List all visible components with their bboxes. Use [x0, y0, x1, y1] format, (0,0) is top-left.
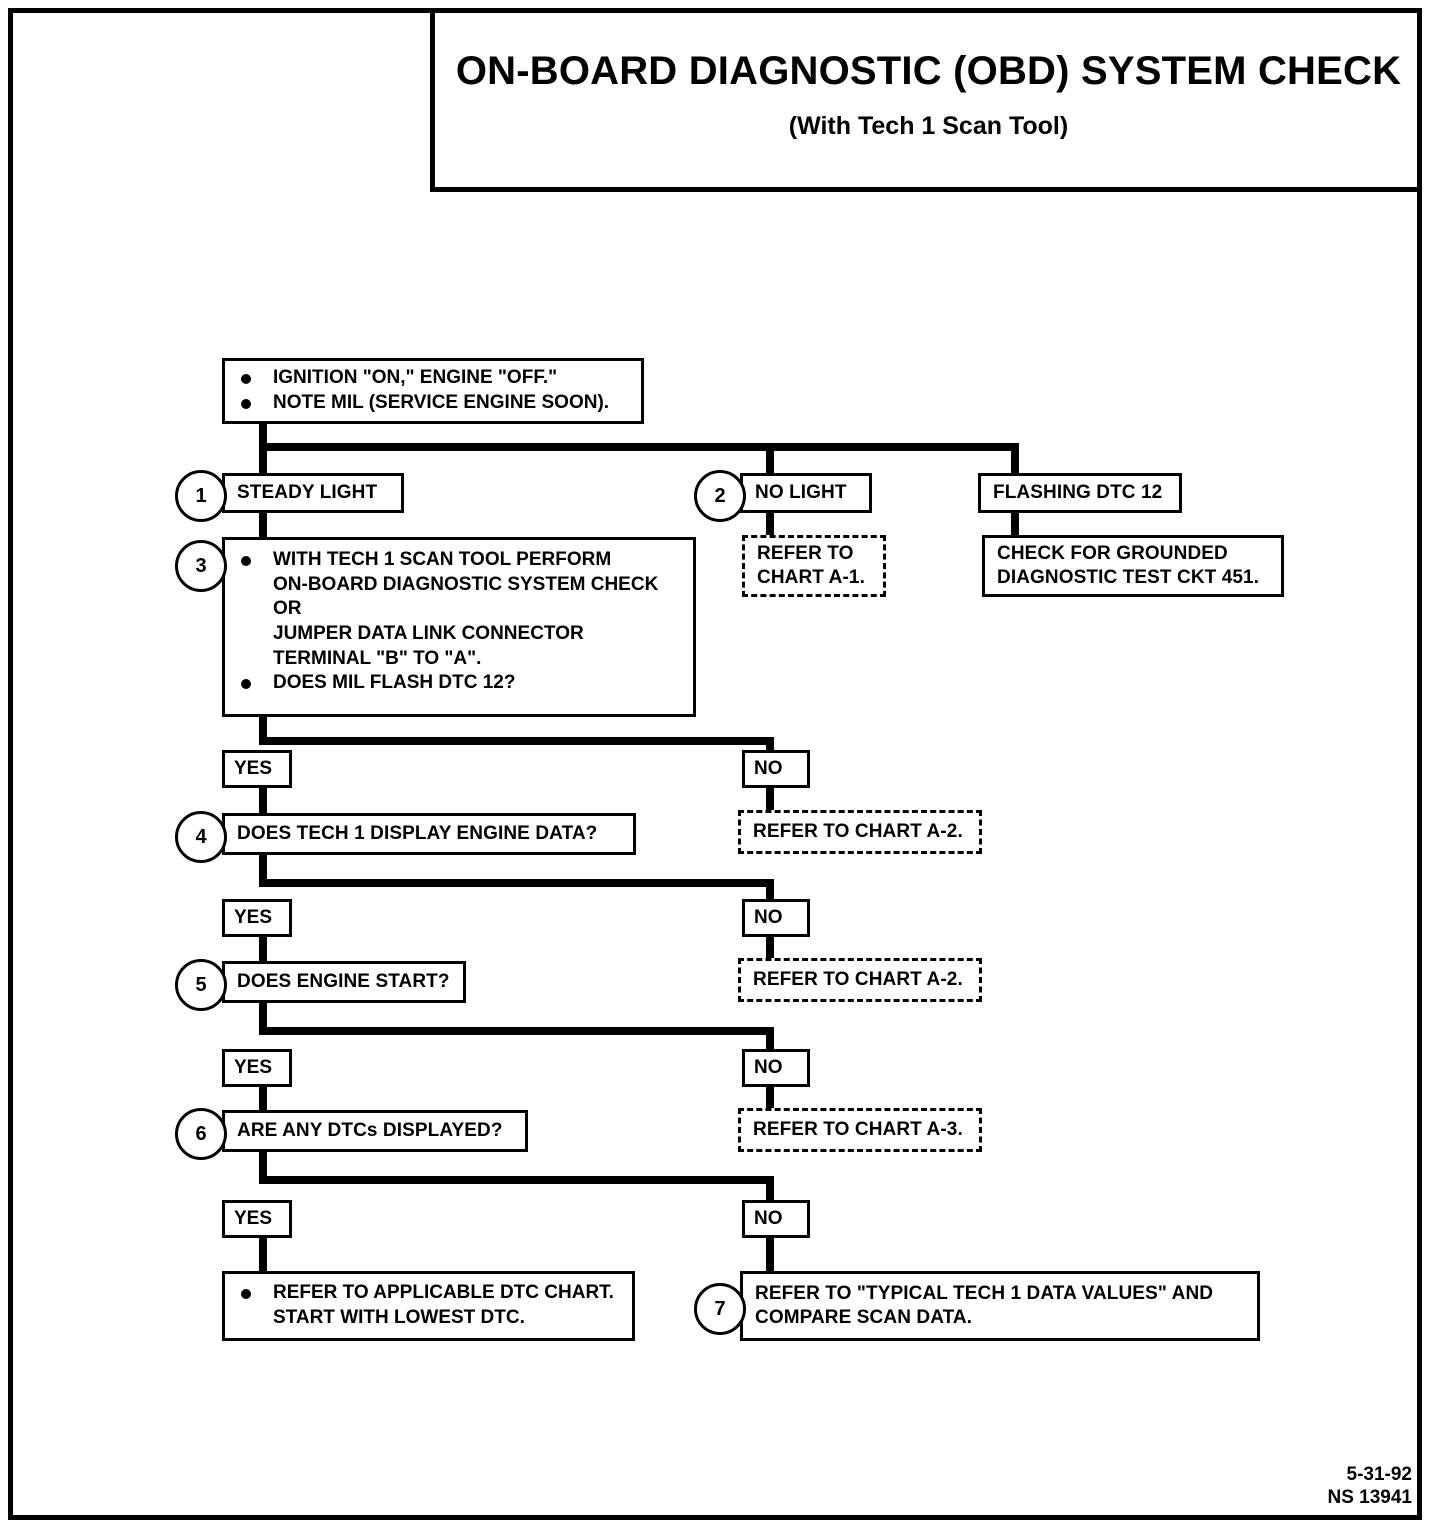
no-light-label: NO LIGHT [755, 481, 847, 503]
step-number-4: 4 [175, 811, 227, 863]
footer-code: NS 13941 [1327, 1487, 1412, 1509]
connector-to-no-light [766, 443, 774, 473]
step5-question-label: DOES ENGINE START? [237, 970, 450, 992]
flashing-dtc12-box: FLASHING DTC 12 [978, 473, 1182, 513]
connector-step3-down [259, 717, 267, 745]
connector-step4-no [766, 879, 774, 899]
connector-no-to-a3 [766, 1087, 774, 1109]
step-number-6: 6 [175, 1108, 227, 1160]
connector-step5-no [766, 1027, 774, 1049]
yes-box-step4: YES [222, 899, 292, 937]
refer-chart-a1-label: REFER TO CHART A-1. [757, 542, 865, 588]
step-number-7: 7 [694, 1283, 746, 1335]
step6-branch-bus [259, 1176, 774, 1184]
connector-yes-to-step6 [259, 1087, 267, 1111]
connector-to-steady [259, 443, 267, 473]
step3-branch-bus [259, 737, 774, 745]
connector-to-flashing [1011, 443, 1019, 473]
connector-start-down [259, 424, 267, 450]
step6-refer-chart-a3-label: REFER TO CHART A-3. [753, 1118, 963, 1140]
connector-step4-down [259, 855, 267, 887]
page-title: ON-BOARD DIAGNOSTIC (OBD) SYSTEM CHECK [455, 49, 1402, 94]
step6-question-label: ARE ANY DTCs DISPLAYED? [237, 1119, 503, 1141]
footer-block: 5-31-92 NS 13941 [1327, 1463, 1412, 1511]
no-box-step4: NO [742, 899, 810, 937]
no-box-step6: NO [742, 1200, 810, 1238]
step5-refer-chart-a2-box: REFER TO CHART A-2. [738, 958, 982, 1002]
step-number-3: 3 [175, 540, 227, 592]
connector-no-to-a2-1 [766, 788, 774, 812]
start-conditions-box: IGNITION "ON," ENGINE "OFF." NOTE MIL (S… [222, 358, 644, 424]
final-dtc-chart-box: REFER TO APPLICABLE DTC CHART. START WIT… [222, 1271, 635, 1341]
start-bullet-2: NOTE MIL (SERVICE ENGINE SOON). [273, 392, 610, 413]
connector-flashing-down [1011, 513, 1019, 537]
step5-refer-chart-a2-label: REFER TO CHART A-2. [753, 968, 963, 990]
step-number-1: 1 [175, 470, 227, 522]
step4-branch-bus [259, 879, 774, 887]
list-item: IGNITION "ON," ENGINE "OFF." [237, 366, 635, 391]
connector-step3-no [766, 737, 774, 753]
steady-light-label: STEADY LIGHT [237, 481, 378, 503]
step7-typical-data-values-label: REFER TO "TYPICAL TECH 1 DATA VALUES" AN… [755, 1282, 1214, 1328]
connector-steady-down [259, 513, 267, 539]
bullet-dot-icon [241, 399, 251, 409]
step3-instruction-box: WITH TECH 1 SCAN TOOL PERFORM ON-BOARD D… [222, 537, 696, 717]
no-light-box: NO LIGHT [740, 473, 872, 513]
check-grounded-ckt451-label: CHECK FOR GROUNDED DIAGNOSTIC TEST CKT 4… [997, 542, 1260, 588]
connector-no-to-step7 [766, 1238, 774, 1272]
connector-no-light-down [766, 513, 774, 537]
branch-bus-horizontal [259, 443, 1019, 451]
step4-refer-chart-a2-label: REFER TO CHART A-2. [753, 820, 963, 842]
step7-typical-data-values-box: REFER TO "TYPICAL TECH 1 DATA VALUES" AN… [740, 1271, 1260, 1341]
step5-question-box: DOES ENGINE START? [222, 961, 466, 1003]
list-item: WITH TECH 1 SCAN TOOL PERFORM ON-BOARD D… [237, 548, 687, 671]
list-item: NOTE MIL (SERVICE ENGINE SOON). [237, 391, 635, 416]
bullet-dot-icon [241, 1289, 251, 1300]
connector-yes-to-step5 [259, 937, 267, 961]
footer-date: 5-31-92 [1346, 1463, 1413, 1485]
no-box-step3: NO [742, 750, 810, 788]
steady-light-box: STEADY LIGHT [222, 473, 404, 513]
check-grounded-ckt451-box: CHECK FOR GROUNDED DIAGNOSTIC TEST CKT 4… [982, 535, 1284, 597]
step6-refer-chart-a3-box: REFER TO CHART A-3. [738, 1108, 982, 1152]
no-box-step5: NO [742, 1049, 810, 1087]
start-bullet-1: IGNITION "ON," ENGINE "OFF." [273, 367, 558, 389]
connector-yes-to-final [259, 1238, 267, 1272]
step4-question-label: DOES TECH 1 DISPLAY ENGINE DATA? [237, 822, 598, 844]
connector-step5-down [259, 1003, 267, 1035]
step4-refer-chart-a2-box: REFER TO CHART A-2. [738, 810, 982, 854]
connector-yes-to-step4 [259, 788, 267, 814]
final-dtc-chart-label: REFER TO APPLICABLE DTC CHART. START WIT… [273, 1282, 614, 1328]
step3-bullet-1: WITH TECH 1 SCAN TOOL PERFORM ON-BOARD D… [273, 549, 659, 669]
step-number-2: 2 [694, 470, 746, 522]
title-block: ON-BOARD DIAGNOSTIC (OBD) SYSTEM CHECK (… [430, 8, 1422, 192]
step5-branch-bus [259, 1027, 774, 1035]
bullet-dot-icon [241, 556, 251, 566]
step6-question-box: ARE ANY DTCs DISPLAYED? [222, 1110, 528, 1152]
page-border [8, 8, 1422, 1520]
yes-box-step3: YES [222, 750, 292, 788]
step-number-5: 5 [175, 959, 227, 1011]
step4-question-box: DOES TECH 1 DISPLAY ENGINE DATA? [222, 813, 636, 855]
page-subtitle: (With Tech 1 Scan Tool) [788, 111, 1069, 140]
bullet-dot-icon [241, 374, 251, 385]
connector-step6-no [766, 1176, 774, 1200]
flashing-dtc12-label: FLASHING DTC 12 [993, 481, 1163, 503]
connector-step6-down [259, 1152, 267, 1184]
yes-box-step6: YES [222, 1200, 292, 1238]
refer-chart-a1-box: REFER TO CHART A-1. [742, 535, 886, 597]
bullet-dot-icon [241, 679, 251, 690]
yes-box-step5: YES [222, 1049, 292, 1087]
connector-no-to-a2-2 [766, 937, 774, 959]
list-item: REFER TO APPLICABLE DTC CHART. START WIT… [237, 1281, 626, 1330]
list-item: DOES MIL FLASH DTC 12? [237, 671, 687, 696]
step3-bullet-2: DOES MIL FLASH DTC 12? [273, 672, 516, 694]
